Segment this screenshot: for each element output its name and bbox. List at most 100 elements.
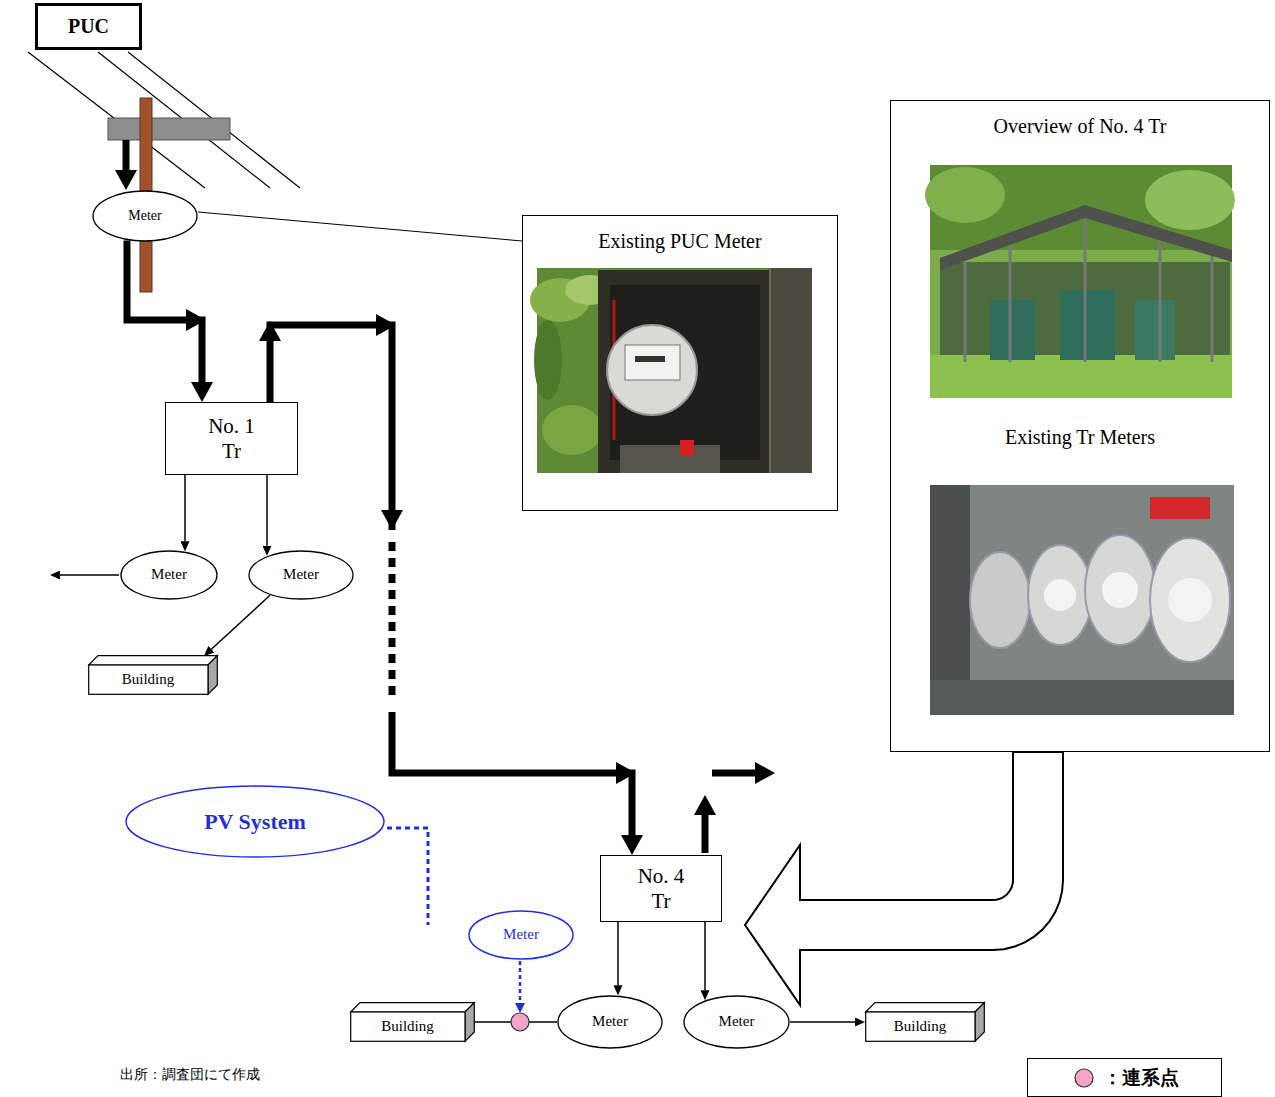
photo-transformer-shelter	[1211, 255, 1214, 362]
transformer-box: No. 1 Tr	[165, 402, 298, 475]
building-block: Building	[865, 1002, 985, 1042]
photo-transformer-shelter	[925, 167, 1005, 223]
power-flow-arrow	[392, 712, 632, 835]
meter-ellipse: Meter	[92, 190, 198, 242]
meter-ellipse: Meter	[248, 550, 354, 600]
power-flow-arrow	[389, 542, 396, 700]
ellipse-outline	[126, 786, 384, 857]
outgoing-arrow	[60, 574, 119, 576]
meter-ellipse: Meter	[557, 995, 663, 1049]
arrow-head	[376, 314, 396, 336]
photo-pole-meter	[769, 268, 771, 473]
building-top-face	[351, 1003, 475, 1012]
arrow-head	[186, 309, 206, 331]
outgoing-arrow	[712, 770, 755, 777]
source-caption: 出所：調査団にて作成	[120, 1066, 260, 1084]
feed-arrow	[211, 595, 270, 649]
legend-swatch	[1071, 1065, 1097, 1091]
photo-transformer-meters	[1150, 538, 1230, 662]
feed-arrow	[705, 922, 706, 990]
photo-transformer-shelter	[1060, 290, 1115, 360]
node-text: Meter	[503, 926, 539, 943]
photo-pole-meter	[542, 405, 602, 455]
node-text: Meter	[283, 566, 319, 583]
leader-line	[198, 212, 522, 241]
feed-arrow	[704, 922, 706, 990]
photo-transformer-shelter	[1084, 218, 1087, 362]
building-top-face	[89, 656, 218, 665]
connector-group	[127, 212, 1063, 1022]
photo-transformer-meters	[1085, 535, 1155, 645]
feed-arrow	[184, 475, 186, 541]
building-front-face	[866, 1012, 975, 1041]
node-text: Building	[894, 1018, 947, 1035]
feed-arrow	[790, 1022, 855, 1023]
photo-transformer-shelter	[964, 262, 967, 362]
building-front-face	[351, 1012, 465, 1041]
legend-swatch	[1075, 1069, 1093, 1087]
pv-meter-ellipse: Meter	[468, 910, 574, 960]
arrow-head	[616, 762, 636, 784]
photo-transformer-meters	[1102, 572, 1138, 608]
photo-pole-meter	[607, 325, 697, 415]
meter-ellipse: Meter	[683, 995, 790, 1049]
building-block: Building	[88, 655, 218, 695]
power-lines	[28, 52, 300, 188]
photo-transformer-meters	[1150, 497, 1210, 519]
building-side-face	[465, 1003, 474, 1042]
pv-meter-arrow	[519, 961, 522, 1003]
source-box: PUC	[35, 3, 142, 50]
building-top-face	[866, 1003, 985, 1012]
power-flow-arrow	[127, 240, 206, 382]
hollow-callout-arrow	[745, 752, 1063, 1005]
photo-transformer-shelter	[940, 205, 1232, 270]
photo-transformer-meters	[1028, 545, 1092, 645]
node-text: No. 4 Tr	[632, 864, 690, 912]
feed-arrow	[211, 595, 270, 649]
photo-transformer-shelter	[1159, 240, 1162, 362]
feed-arrow	[185, 475, 186, 541]
node-text: PV System	[204, 809, 306, 834]
node-text: Meter	[719, 1013, 755, 1030]
power-flow-arrow	[259, 314, 636, 835]
photo-pole-meter	[680, 440, 694, 456]
supply-arrow	[123, 140, 130, 170]
leader-line	[198, 212, 522, 241]
meter-ellipse: Meter	[120, 550, 218, 600]
photo-transformer-meters	[930, 485, 1234, 715]
building-block: Building	[350, 1002, 475, 1042]
photo-pole-meter	[635, 356, 665, 362]
legend-text: ：連系点	[1103, 1065, 1179, 1091]
building-side-face	[975, 1003, 984, 1042]
node-text: Existing Tr Meters	[1005, 426, 1155, 449]
feed-arrow	[617, 922, 619, 985]
photo-panel: Overview of No. 4 Tr Existing Tr Meters	[890, 100, 1270, 752]
photo-transformer-meters	[1168, 578, 1212, 622]
pole-crossarm	[108, 118, 230, 140]
node-text: Meter	[592, 1013, 628, 1030]
tie-point-dot	[511, 1013, 529, 1031]
photo-transformer-meters	[930, 680, 1234, 715]
power-flow-arrow	[127, 240, 202, 382]
photo-pole-meter	[770, 268, 812, 473]
legend-row: ：連系点	[1071, 1065, 1179, 1091]
transformer-box: No. 4 Tr	[600, 855, 722, 922]
power-lines	[98, 52, 270, 188]
node-text: Overview of No. 4 Tr	[994, 115, 1167, 138]
photo-transformer-meters	[970, 552, 1030, 648]
ellipse-outline	[558, 996, 662, 1048]
pv-cable	[387, 828, 428, 925]
feed-arrow	[267, 475, 268, 546]
node-text: Meter	[151, 566, 187, 583]
ellipse-outline	[93, 191, 197, 241]
arrow-head	[259, 321, 281, 341]
photo-pole-meter	[530, 268, 812, 473]
pv-system-ellipse: PV System	[125, 785, 385, 858]
ellipse-outline	[469, 911, 573, 959]
feed-arrow	[266, 475, 268, 546]
outgoing-arrow	[702, 815, 709, 853]
building-front-face	[89, 665, 208, 694]
hollow-callout-arrow	[745, 752, 1063, 1005]
photo-transformer-shelter	[1145, 170, 1235, 230]
